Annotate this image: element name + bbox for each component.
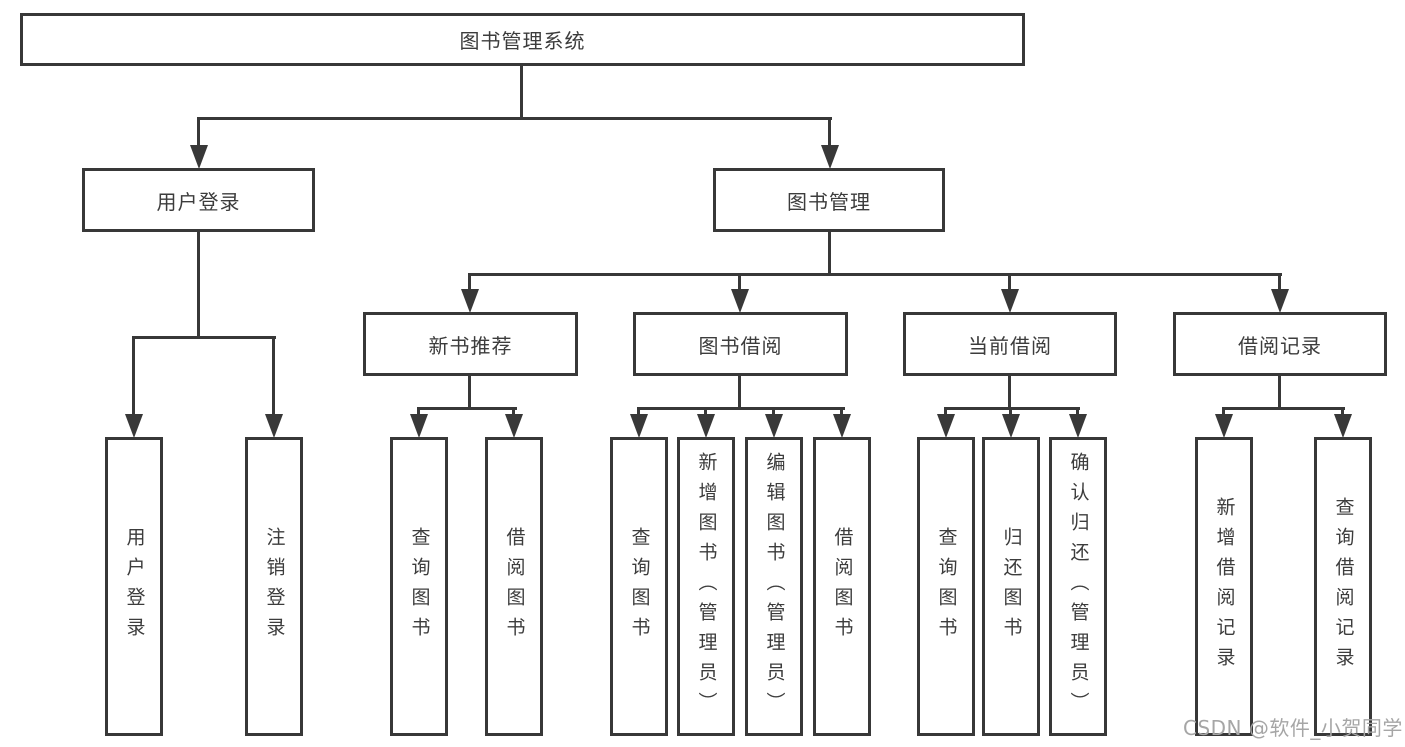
node-label: 新增图书（管理员） [695,451,718,722]
arrow-down-icon [461,289,479,313]
leaf-confirm-return-admin: 确认归还（管理员） [1049,437,1107,736]
leaf-query-books-recommend: 查询图书 [390,437,448,736]
node-label: 查询图书 [628,526,651,647]
node-label: 用户登录 [123,526,146,647]
node-label: 确认归还（管理员） [1067,451,1090,722]
arrow-down-icon [833,414,851,438]
leaf-borrow-books: 借阅图书 [813,437,871,736]
connector-fork [417,407,517,410]
connector-fork [637,407,845,410]
node-label: 用户登录 [156,189,241,214]
connector-stub [738,273,741,293]
arrow-down-icon [190,145,208,169]
arrow-down-icon [937,414,955,438]
connector-stem [468,376,471,410]
node-label: 借阅记录 [1238,333,1322,358]
connector-stub [1009,407,1012,419]
arrow-down-icon [630,414,648,438]
arrow-down-icon [1215,414,1233,438]
connector-mgmt-fork [468,273,1282,276]
connector-stub [1341,407,1344,419]
connector-stub [468,273,471,293]
connector-stem [1278,376,1281,410]
node-label: 新书推荐 [428,333,513,358]
connector-stem [738,376,741,410]
connector-root-stem [520,66,523,119]
connector-login-stem [197,232,200,338]
leaf-borrow-books-recommend: 借阅图书 [485,437,543,736]
connector-stub [1076,407,1079,419]
connector-fork [1222,407,1345,410]
connector-stub [1278,273,1281,293]
node-user-login: 用户登录 [82,168,315,232]
node-label: 归还图书 [1000,526,1023,647]
node-label: 查询图书 [935,526,958,647]
connector-stub [637,407,640,419]
connector-stub-book-mgmt [828,117,831,149]
node-current-borrow: 当前借阅 [903,312,1117,376]
node-label: 借阅图书 [831,526,854,647]
leaf-add-books-admin: 新增图书（管理员） [677,437,735,736]
arrow-down-icon [505,414,523,438]
connector-stem [1008,376,1011,410]
arrow-down-icon [1334,414,1352,438]
leaf-query-books-borrow: 查询图书 [610,437,668,736]
connector-stub-user-login [197,117,200,149]
connector-mgmt-stem [828,232,831,276]
connector-stub [1222,407,1225,419]
connector-fork [944,407,1080,410]
arrow-down-icon [1271,289,1289,313]
connector-stub [512,407,515,419]
arrow-down-icon [265,414,283,438]
connector-root-fork [197,117,832,120]
connector-stub [132,336,135,418]
connector-stub [1008,273,1011,293]
node-label: 图书管理 [787,189,871,214]
node-label: 查询借阅记录 [1332,496,1355,677]
leaf-return-books: 归还图书 [982,437,1040,736]
leaf-edit-books-admin: 编辑图书（管理员） [745,437,803,736]
connector-stub [272,336,275,418]
node-label: 当前借阅 [968,333,1052,358]
leaf-add-borrow-record: 新增借阅记录 [1195,437,1253,736]
node-book-borrow: 图书借阅 [633,312,848,376]
node-label: 图书借阅 [698,333,783,358]
connector-stub [944,407,947,419]
arrow-down-icon [1069,414,1087,438]
arrow-down-icon [1001,289,1019,313]
node-library-management-system: 图书管理系统 [20,13,1025,66]
leaf-query-borrow-record: 查询借阅记录 [1314,437,1372,736]
connector-stub [417,407,420,419]
connector-stub [704,407,707,419]
node-label: 注销登录 [263,526,286,647]
node-borrow-records: 借阅记录 [1173,312,1387,376]
csdn-watermark: CSDN @软件_小贺同学 [1183,716,1403,740]
arrow-down-icon [765,414,783,438]
arrow-down-icon [731,289,749,313]
node-new-book-recommend: 新书推荐 [363,312,578,376]
arrow-down-icon [821,145,839,169]
node-label: 借阅图书 [503,526,526,647]
connector-stub [772,407,775,419]
node-label: 查询图书 [408,526,431,647]
connector-stub [840,407,843,419]
leaf-user-login: 用户登录 [105,437,163,736]
node-label: 新增借阅记录 [1213,496,1236,677]
node-label: 图书管理系统 [459,29,586,53]
leaf-query-books-current: 查询图书 [917,437,975,736]
node-book-management: 图书管理 [713,168,945,232]
arrow-down-icon [125,414,143,438]
node-label: 编辑图书（管理员） [763,451,786,722]
arrow-down-icon [697,414,715,438]
leaf-logout: 注销登录 [245,437,303,736]
arrow-down-icon [1002,414,1020,438]
connector-login-fork [132,336,276,339]
arrow-down-icon [410,414,428,438]
